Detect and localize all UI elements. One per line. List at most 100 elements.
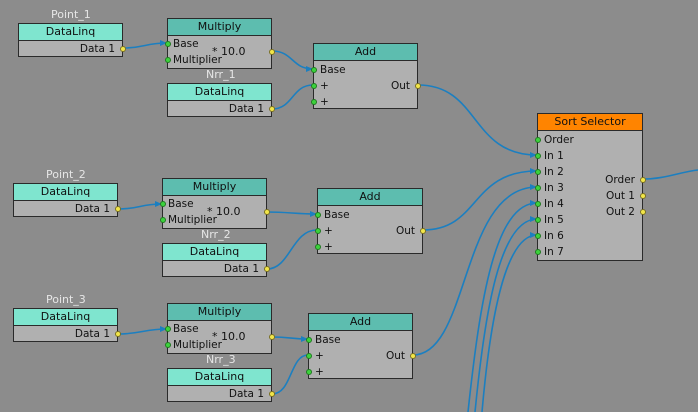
input-label-plus: + — [315, 366, 324, 378]
input-label: In 3 — [544, 182, 564, 194]
wire — [467, 202, 538, 412]
input-port-base[interactable] — [306, 337, 312, 343]
output-port[interactable] — [269, 106, 275, 112]
input-label-base: Base — [324, 209, 350, 221]
output-port[interactable] — [264, 266, 270, 272]
sort-selector-node[interactable]: Sort Selector Order In 1 In 2 In 3 In 4 … — [535, 113, 646, 261]
input-port-in4[interactable] — [535, 201, 541, 207]
output-port-order[interactable] — [640, 177, 646, 183]
input-port-multiplier[interactable] — [165, 57, 171, 63]
wire — [271, 354, 309, 395]
multiply-node-2[interactable]: Multiply Base Multiplier * 10.0 — [160, 178, 270, 229]
output-port[interactable] — [269, 49, 275, 55]
input-label: In 6 — [544, 230, 564, 242]
output-port[interactable] — [269, 391, 275, 397]
wire — [642, 169, 698, 180]
input-port-plus[interactable] — [315, 244, 321, 250]
wire — [266, 229, 318, 270]
output-label-out: Out — [385, 350, 405, 362]
node-caption-nrr1: Nrr_1 — [206, 68, 236, 81]
input-label-plus: + — [315, 350, 324, 362]
input-port-in1[interactable] — [535, 153, 541, 159]
output-label: Out 1 — [605, 190, 635, 202]
input-port-plus[interactable] — [315, 228, 321, 234]
multiplier-value: * 10.0 — [212, 45, 246, 58]
node-title: DataLinq — [168, 369, 271, 386]
output-label: Data 1 — [223, 263, 259, 275]
output-port[interactable] — [115, 206, 121, 212]
input-label-base: Base — [315, 334, 341, 346]
input-label: In 7 — [544, 246, 564, 258]
datalinq-node-point1[interactable]: DataLinq Data 1 — [18, 23, 126, 57]
wire — [412, 186, 538, 356]
input-port-in5[interactable] — [535, 217, 541, 223]
output-label: Data 1 — [74, 203, 110, 215]
node-title: Add — [314, 44, 417, 61]
wire — [271, 84, 314, 110]
output-port[interactable] — [264, 209, 270, 215]
input-label: Order — [544, 134, 574, 146]
output-label: Data 1 — [228, 103, 264, 115]
input-label-multiplier: Multiplier — [173, 339, 222, 351]
datalinq-node-nrr2[interactable]: DataLinq Data 1 — [162, 243, 270, 277]
wire — [481, 234, 538, 412]
node-caption-nrr3: Nrr_3 — [206, 353, 236, 366]
datalinq-node-nrr1[interactable]: DataLinq Data 1 — [167, 83, 275, 117]
output-label: Order — [605, 174, 635, 186]
input-label-plus: + — [320, 96, 329, 108]
node-title: DataLinq — [168, 84, 271, 101]
input-port-base[interactable] — [315, 212, 321, 218]
output-label: Data 1 — [228, 388, 264, 400]
input-port-plus[interactable] — [311, 99, 317, 105]
output-label-out: Out — [390, 80, 410, 92]
datalinq-node-point2[interactable]: DataLinq Data 1 — [13, 183, 121, 217]
input-port-multiplier[interactable] — [165, 342, 171, 348]
output-port[interactable] — [115, 331, 121, 337]
input-port-base[interactable] — [160, 201, 166, 207]
input-label-plus: + — [320, 80, 329, 92]
output-port-out[interactable] — [415, 83, 421, 89]
output-port-out2[interactable] — [640, 209, 646, 215]
input-label-multiplier: Multiplier — [168, 214, 217, 226]
output-port[interactable] — [269, 334, 275, 340]
datalinq-node-nrr3[interactable]: DataLinq Data 1 — [167, 368, 275, 402]
input-port-order[interactable] — [535, 137, 541, 143]
output-label: Data 1 — [74, 328, 110, 340]
input-port-in6[interactable] — [535, 233, 541, 239]
datalinq-node-point3[interactable]: DataLinq Data 1 — [13, 308, 121, 342]
input-port-base[interactable] — [165, 326, 171, 332]
node-title: Add — [318, 189, 422, 206]
node-caption-nrr2: Nrr_2 — [201, 228, 231, 241]
input-port-plus[interactable] — [306, 353, 312, 359]
add-node-1[interactable]: Add Base + + Out — [311, 43, 421, 109]
multiply-node-3[interactable]: Multiply Base Multiplier * 10.0 — [165, 303, 275, 354]
input-port-in2[interactable] — [535, 169, 541, 175]
input-port-in3[interactable] — [535, 185, 541, 191]
output-port[interactable] — [120, 46, 126, 52]
input-label-plus: + — [324, 225, 333, 237]
input-label-base: Base — [173, 323, 199, 335]
input-port-base[interactable] — [165, 41, 171, 47]
multiply-node-1[interactable]: Multiply Base Multiplier * 10.0 — [165, 18, 275, 69]
output-port-out[interactable] — [420, 228, 426, 234]
node-title: DataLinq — [14, 184, 117, 201]
input-port-base[interactable] — [311, 67, 317, 73]
output-port-out1[interactable] — [640, 193, 646, 199]
input-label-base: Base — [320, 64, 346, 76]
add-node-2[interactable]: Add Base + + Out — [315, 188, 426, 254]
wire — [417, 84, 538, 156]
node-title: DataLinq — [163, 244, 266, 261]
multiplier-value: * 10.0 — [207, 205, 241, 218]
input-port-multiplier[interactable] — [160, 217, 166, 223]
node-caption-point1: Point_1 — [51, 8, 91, 21]
input-port-plus[interactable] — [311, 83, 317, 89]
add-node-3[interactable]: Add Base + + Out — [306, 313, 416, 379]
node-title: Multiply — [168, 304, 271, 321]
input-port-in7[interactable] — [535, 249, 541, 255]
wire — [422, 170, 538, 231]
input-label: In 4 — [544, 198, 564, 210]
input-port-plus[interactable] — [306, 369, 312, 375]
output-port-out[interactable] — [410, 353, 416, 359]
input-label-plus: + — [324, 241, 333, 253]
